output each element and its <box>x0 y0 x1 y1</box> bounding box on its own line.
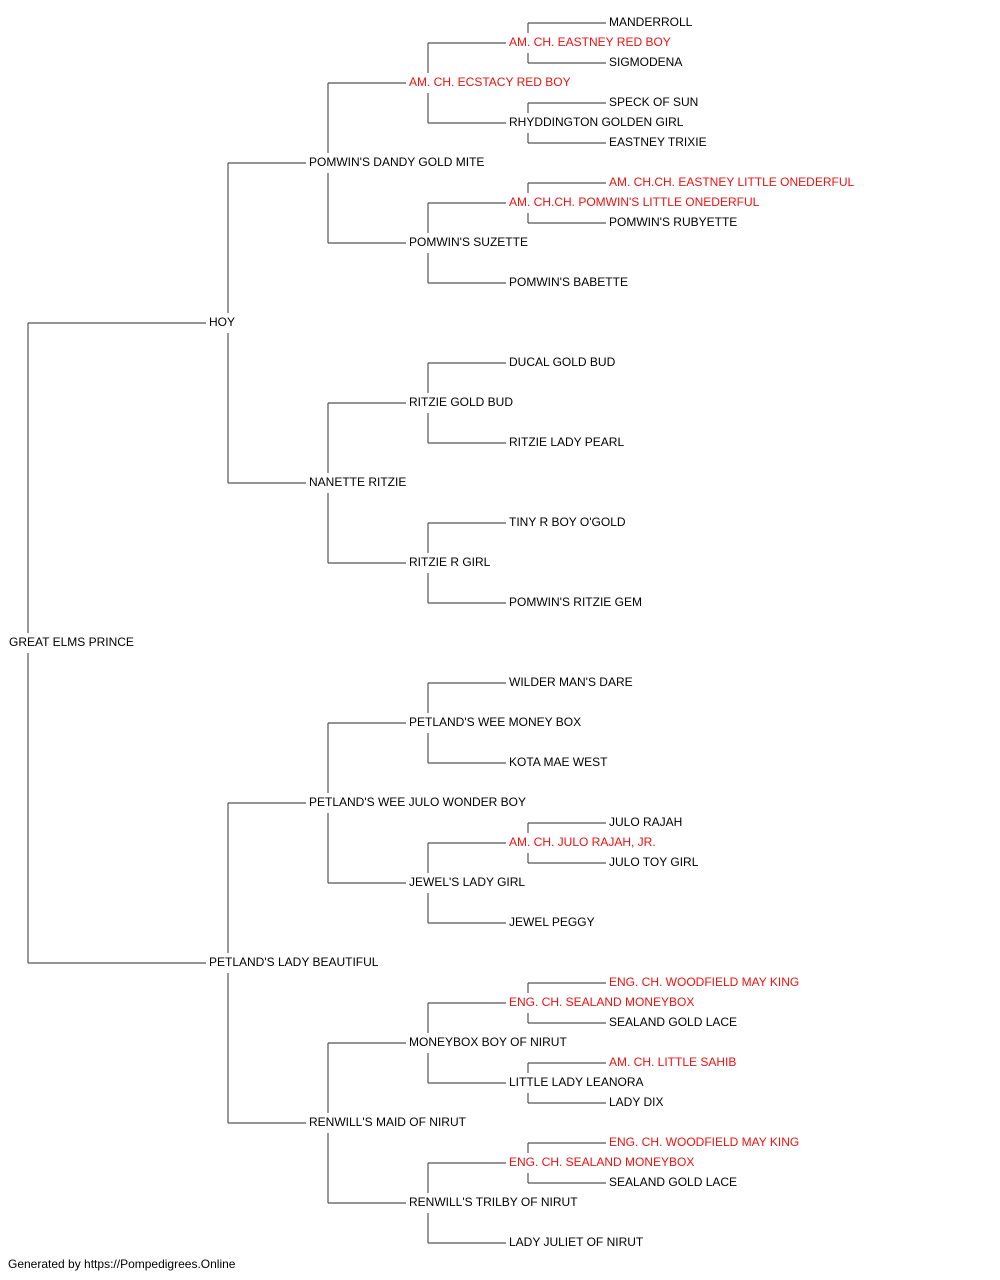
dog-name-dam-sire-sire-sire: WILDER MAN'S DARE <box>508 675 634 689</box>
dog-name-sire-dam: NANETTE RITZIE <box>308 475 408 489</box>
dog-name-sire-dam-dam-sire: TINY R BOY O'GOLD <box>508 515 627 529</box>
dog-name-dam-dam-sire-dam: LITTLE LADY LEANORA <box>508 1075 645 1089</box>
dog-name-sire-sire-sire: AM. CH. ECSTACY RED BOY <box>408 75 572 89</box>
dog-name-dam-dam-sire-sire: ENG. CH. SEALAND MONEYBOX <box>508 995 696 1009</box>
dog-name-sire-sire-sire-dam-sire: SPECK OF SUN <box>608 95 700 109</box>
dog-name-dam-dam-sire: MONEYBOX BOY OF NIRUT <box>408 1035 568 1049</box>
dog-name-dam-dam-sire-dam-sire: AM. CH. LITTLE SAHIB <box>608 1055 738 1069</box>
dog-name-dam-sire: PETLAND'S WEE JULO WONDER BOY <box>308 795 527 809</box>
dog-name-sire-sire-dam-sire-sire: AM. CH.CH. EASTNEY LITTLE ONEDERFUL <box>608 175 856 189</box>
dog-name-sire-sire-sire-sire-sire: MANDERROLL <box>608 15 694 29</box>
dog-name-dam-sire-dam-sire-dam: JULO TOY GIRL <box>608 855 700 869</box>
dog-name-sire-dam-sire: RITZIE GOLD BUD <box>408 395 515 409</box>
dog-name-sire-sire-dam-dam: POMWIN'S BABETTE <box>508 275 629 289</box>
dog-name-sire-sire: POMWIN'S DANDY GOLD MITE <box>308 155 486 169</box>
dog-name-sire-sire-dam-sire-dam: POMWIN'S RUBYETTE <box>608 215 739 229</box>
dog-name-dam-dam-dam-sire-dam: SEALAND GOLD LACE <box>608 1175 739 1189</box>
dog-name-sire-sire-sire-sire: AM. CH. EASTNEY RED BOY <box>508 35 672 49</box>
dog-name-dam-sire-dam-sire: AM. CH. JULO RAJAH, JR. <box>508 835 657 849</box>
dog-name-sire-dam-sire-sire: DUCAL GOLD BUD <box>508 355 617 369</box>
dog-name-dam-dam-sire-dam-dam: LADY DIX <box>608 1095 665 1109</box>
generated-by-footer: Generated by https://Pompedigrees.Online <box>8 1257 236 1271</box>
dog-name-dam-sire-sire: PETLAND'S WEE MONEY BOX <box>408 715 583 729</box>
dog-name-dam-dam-dam-dam: LADY JULIET OF NIRUT <box>508 1235 645 1249</box>
dog-name-dam-sire-dam: JEWEL'S LADY GIRL <box>408 875 527 889</box>
dog-name-dam-sire-dam-dam: JEWEL PEGGY <box>508 915 596 929</box>
dog-name-sire-dam-sire-dam: RITZIE LADY PEARL <box>508 435 626 449</box>
dog-name-dam-sire-sire-dam: KOTA MAE WEST <box>508 755 609 769</box>
dog-name-dam-sire-dam-sire-sire: JULO RAJAH <box>608 815 684 829</box>
dog-name-sire-dam-dam-dam: POMWIN'S RITZIE GEM <box>508 595 643 609</box>
dog-name-subject: GREAT ELMS PRINCE <box>8 635 135 649</box>
dog-name-sire-sire-sire-sire-dam: SIGMODENA <box>608 55 684 69</box>
dog-name-dam-dam-dam-sire: ENG. CH. SEALAND MONEYBOX <box>508 1155 696 1169</box>
dog-name-sire-sire-sire-dam-dam: EASTNEY TRIXIE <box>608 135 708 149</box>
dog-name-sire: HOY <box>208 315 237 329</box>
dog-name-sire-dam-dam: RITZIE R GIRL <box>408 555 492 569</box>
dog-name-dam-dam-dam: RENWILL'S TRILBY OF NIRUT <box>408 1195 579 1209</box>
dog-name-sire-sire-sire-dam: RHYDDINGTON GOLDEN GIRL <box>508 115 685 129</box>
dog-name-dam-dam-sire-sire-sire: ENG. CH. WOODFIELD MAY KING <box>608 975 801 989</box>
dog-name-sire-sire-dam: POMWIN'S SUZETTE <box>408 235 529 249</box>
dog-name-dam-dam: RENWILL'S MAID OF NIRUT <box>308 1115 467 1129</box>
dog-name-dam: PETLAND'S LADY BEAUTIFUL <box>208 955 380 969</box>
dog-name-sire-sire-dam-sire: AM. CH.CH. POMWIN'S LITTLE ONEDERFUL <box>508 195 761 209</box>
dog-name-dam-dam-sire-sire-dam: SEALAND GOLD LACE <box>608 1015 739 1029</box>
dog-name-dam-dam-dam-sire-sire: ENG. CH. WOODFIELD MAY KING <box>608 1135 801 1149</box>
